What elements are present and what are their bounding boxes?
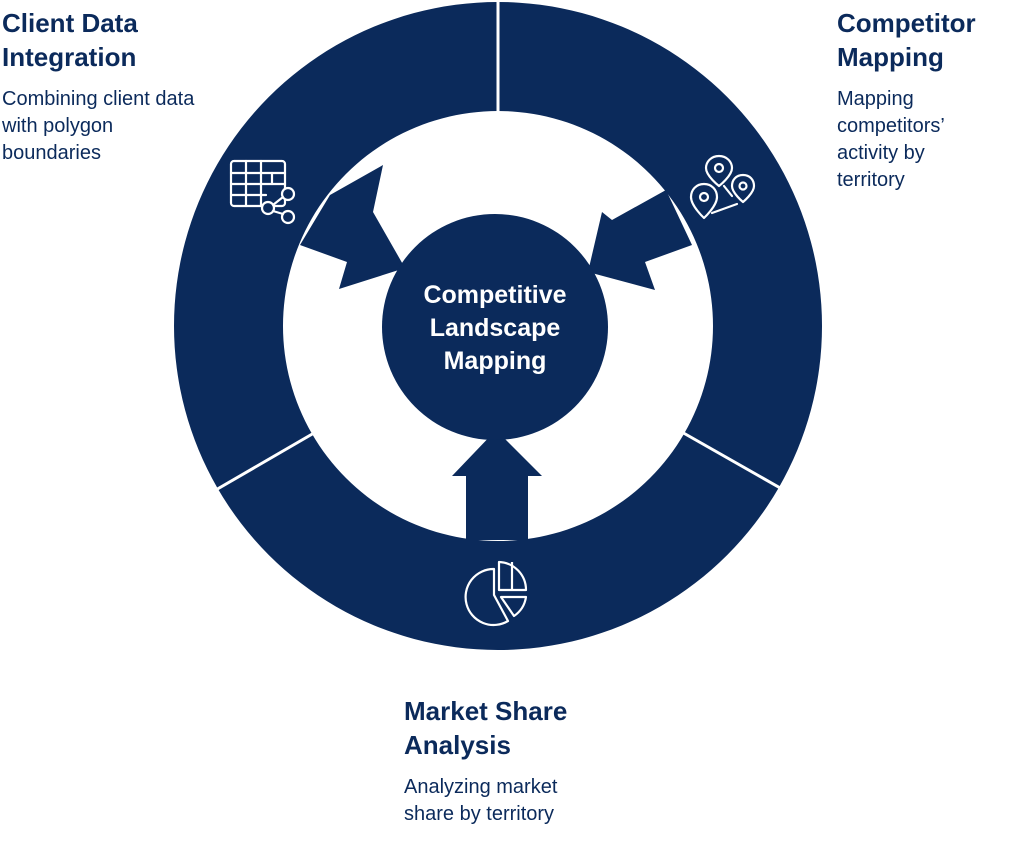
- arrow-from-client: [300, 165, 405, 289]
- competitor-mapping-description: Mapping competitors’ activity by territo…: [837, 88, 945, 191]
- table-share-icon: [229, 159, 296, 225]
- market-share-title-line-1: Market Share: [404, 696, 568, 726]
- client-data-title-line-2: Integration: [2, 42, 137, 72]
- arrow-from-competitor: [588, 190, 692, 290]
- pie-chart-icon: [464, 560, 528, 627]
- market-share-title-line-2: Analysis: [404, 730, 511, 760]
- client-data-label: Client Data Integration Combining client…: [2, 6, 222, 167]
- outer-ring: [174, 2, 823, 650]
- competitor-mapping-title-line-1: Competitor: [837, 8, 976, 38]
- center-circle: [382, 214, 608, 440]
- ring-divider-right: [679, 429, 783, 491]
- competitor-mapping-title-line-2: Mapping: [837, 42, 944, 72]
- arrow-from-market: [452, 430, 542, 540]
- competitor-mapping-label: Competitor Mapping Mapping competitors’ …: [837, 6, 1022, 194]
- market-share-label: Market Share Analysis Analyzing market s…: [404, 694, 634, 828]
- center-title-line-1: Competitive: [423, 281, 566, 309]
- center-title-line-3: Mapping: [444, 347, 547, 375]
- ring-divider-left: [213, 431, 315, 493]
- map-pins-icon: [689, 154, 756, 220]
- market-share-description: Analyzing market share by territory: [404, 776, 558, 825]
- client-data-description: Combining client data with polygon bound…: [2, 88, 195, 164]
- center-title-line-2: Landscape: [430, 314, 561, 342]
- client-data-title-line-1: Client Data: [2, 8, 138, 38]
